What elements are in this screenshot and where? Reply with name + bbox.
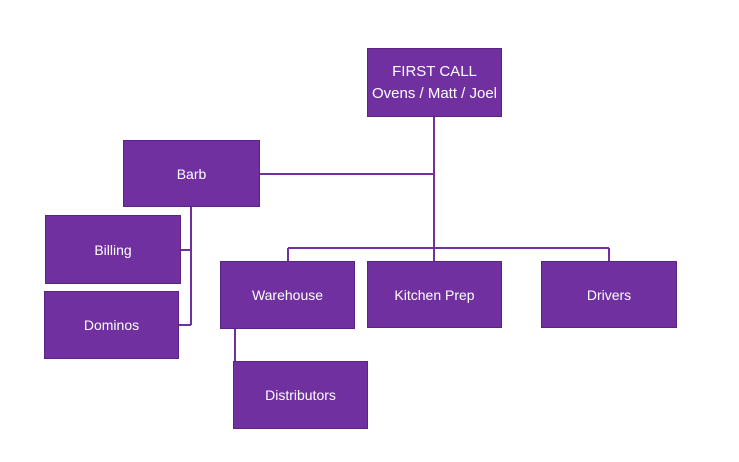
node-dominos: Dominos: [44, 291, 179, 359]
node-warehouse: Warehouse: [220, 261, 355, 329]
node-drivers: Drivers: [541, 261, 677, 328]
node-distributors: Distributors: [233, 361, 368, 429]
node-barb: Barb: [123, 140, 260, 207]
node-drivers-label: Drivers: [586, 286, 632, 303]
node-kitchen-prep: Kitchen Prep: [367, 261, 502, 328]
node-warehouse-label: Warehouse: [251, 287, 324, 303]
node-billing: Billing: [45, 215, 181, 284]
node-billing-label: Billing: [94, 241, 132, 258]
node-dominos-label: Dominos: [83, 317, 140, 333]
node-first-call-line2: Ovens / Matt / Joel: [371, 84, 498, 102]
node-barb-label: Barb: [176, 165, 207, 182]
node-distributors-label: Distributors: [265, 387, 336, 403]
node-first-call: FIRST CALL Ovens / Matt / Joel: [367, 48, 502, 117]
node-first-call-line1: FIRST CALL: [392, 62, 477, 80]
node-kitchen-prep-label: Kitchen Prep: [394, 286, 475, 303]
